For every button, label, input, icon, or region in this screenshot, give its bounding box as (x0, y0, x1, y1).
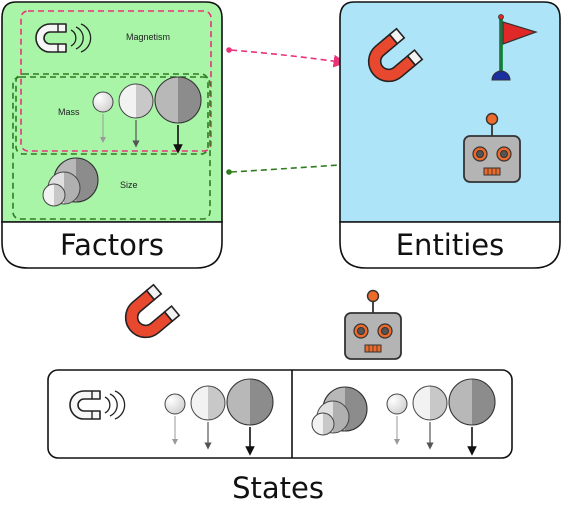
factors-title: Factors (60, 228, 164, 262)
size-group-box (12, 76, 211, 220)
size-label: Size (120, 180, 138, 190)
state-magnet-icon (116, 283, 181, 347)
entities-title: Entities (395, 228, 505, 262)
states-box (47, 369, 513, 459)
magnetism-connector (226, 47, 347, 68)
magnetism-label: Magnetism (126, 32, 171, 42)
mass-label: Mass (58, 107, 80, 117)
mass-group-box (15, 73, 209, 155)
state-robot-icon (344, 289, 402, 360)
factors-panel (1, 1, 223, 269)
states-title: States (232, 471, 324, 505)
magnetism-group-box (20, 10, 212, 152)
size-connector (226, 152, 443, 175)
flag-icon (491, 14, 538, 81)
